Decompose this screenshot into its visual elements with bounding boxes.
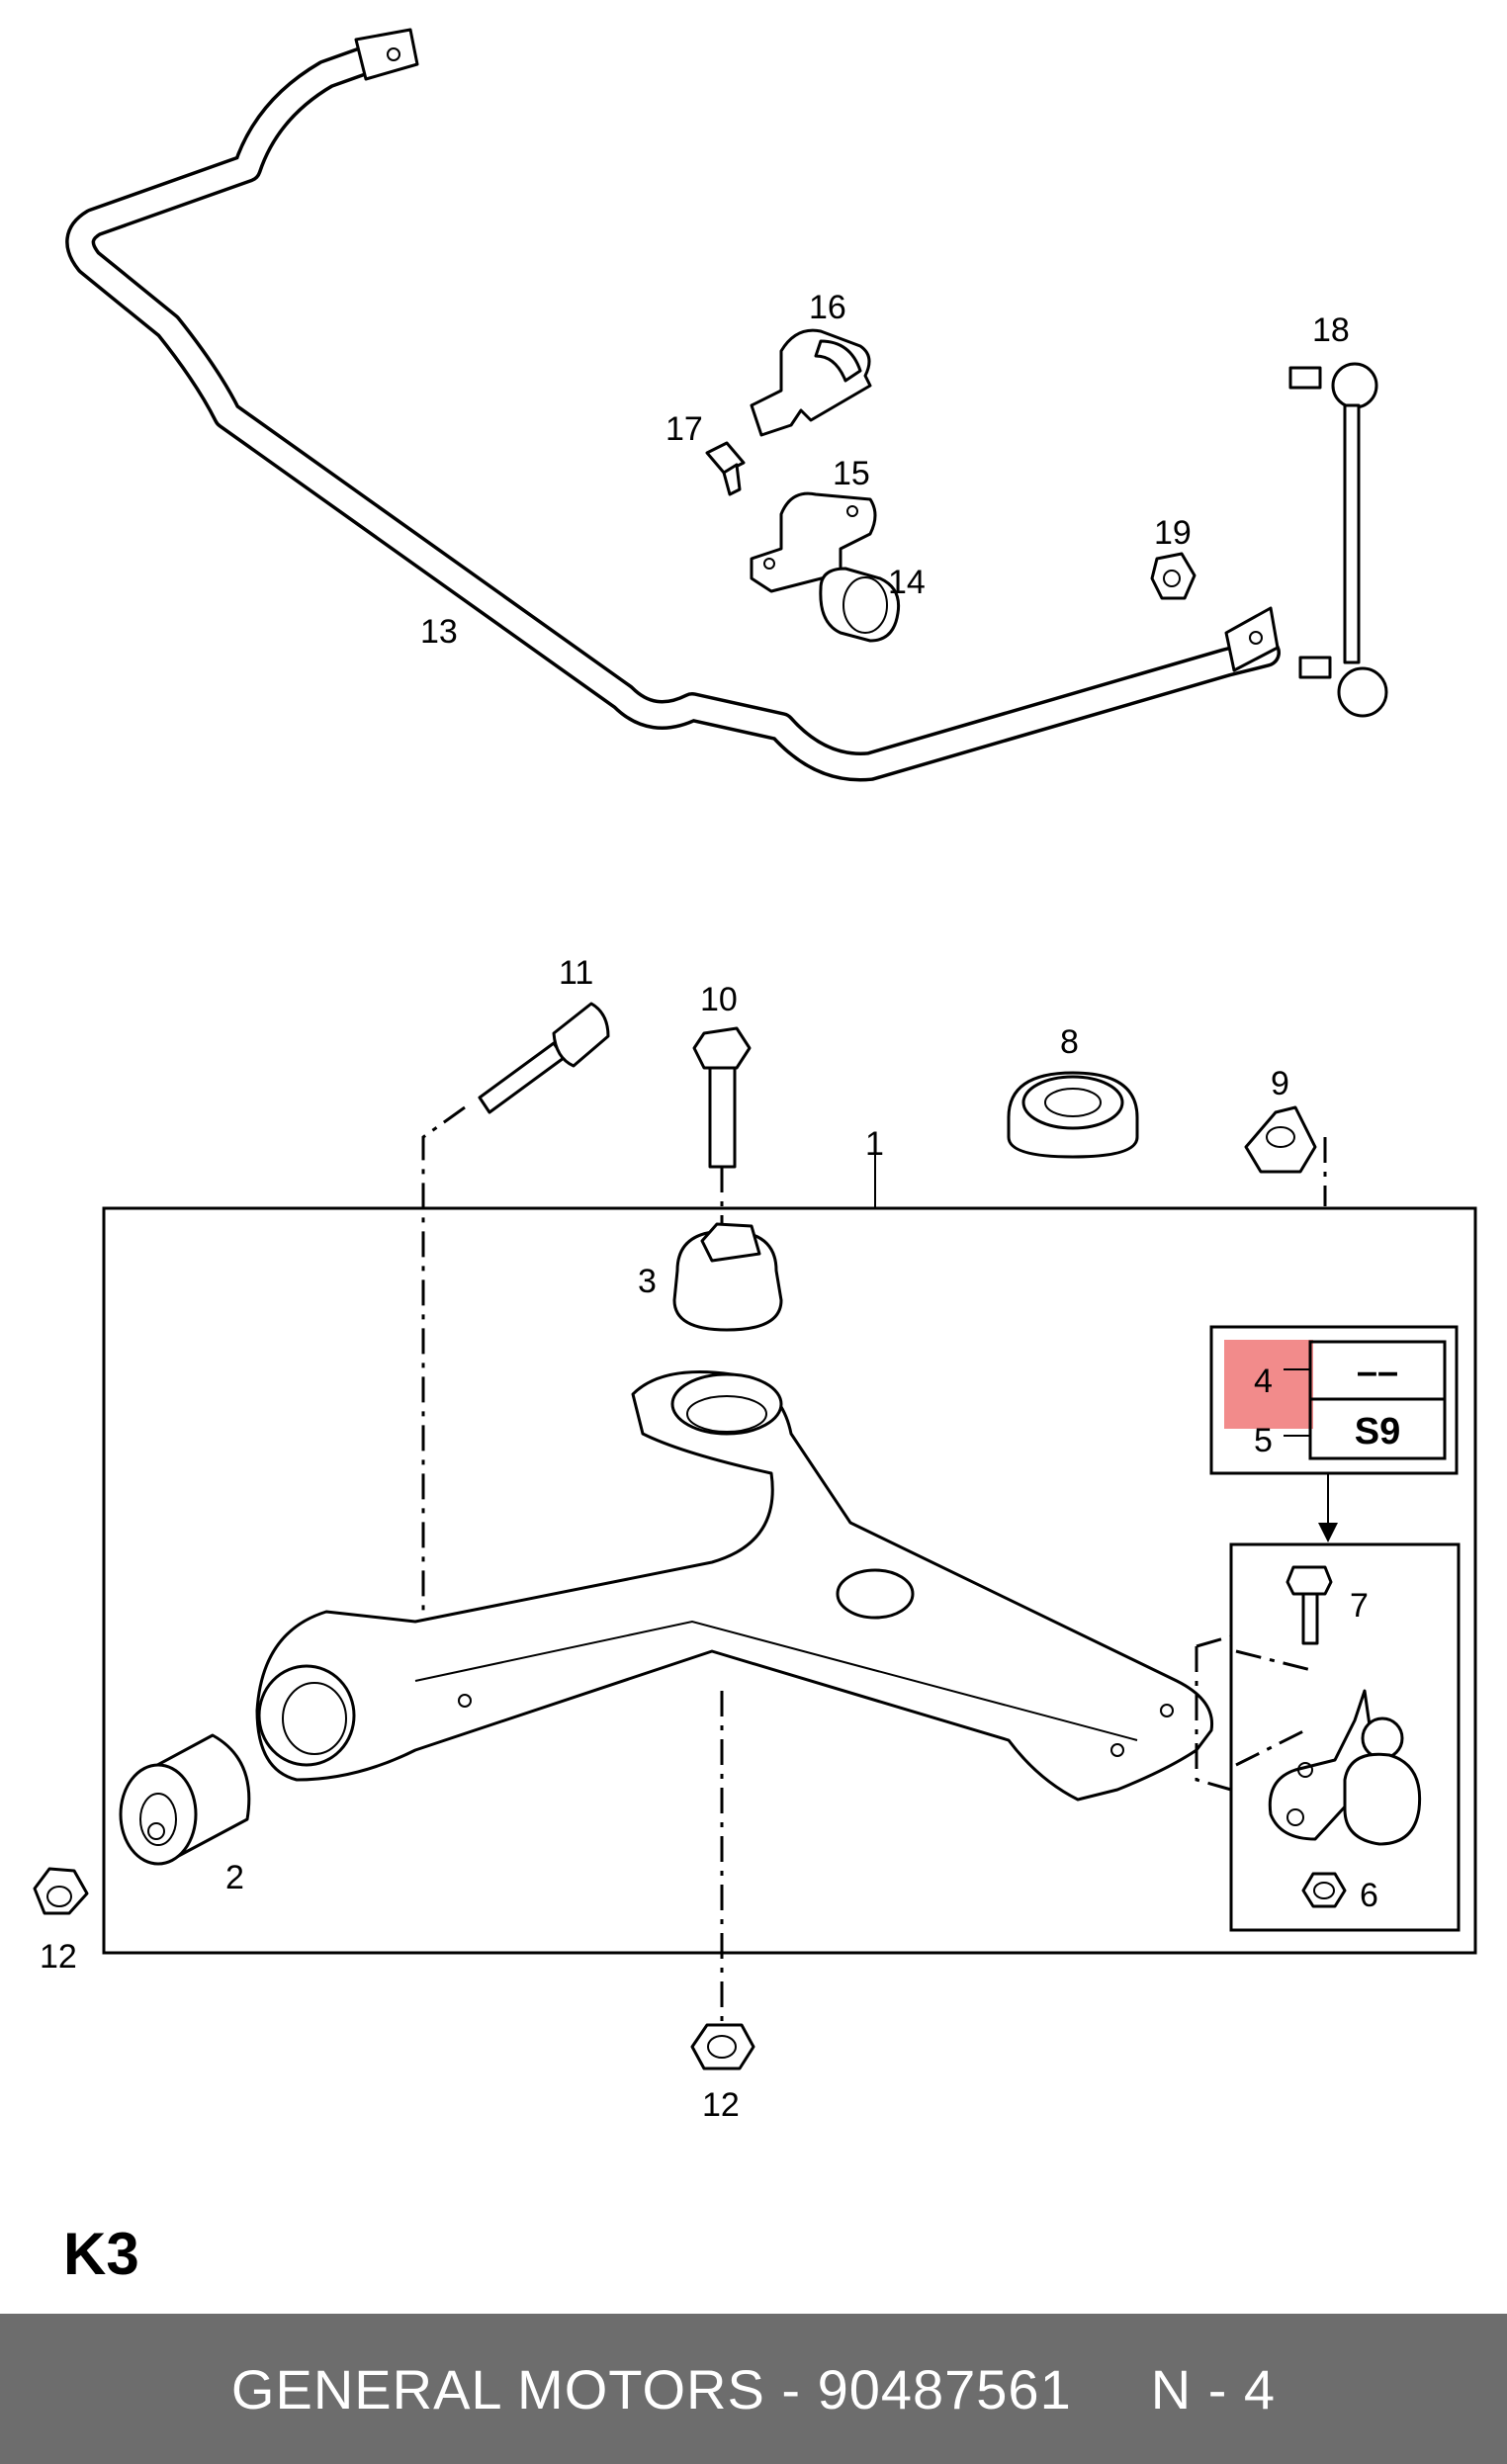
callout-7: 7 — [1350, 1587, 1369, 1625]
callout-16: 16 — [809, 289, 846, 326]
callout-12-bottom: 12 — [702, 2086, 740, 2124]
stabilizer-link — [1288, 362, 1388, 718]
callout-11: 11 — [559, 954, 593, 992]
ball-joint-bolt — [1285, 1565, 1333, 1645]
variant-highlight — [1224, 1340, 1313, 1429]
callout-2: 2 — [225, 1859, 244, 1896]
bushing-ring — [1007, 1071, 1139, 1159]
footer-bar: GENERAL MOTORS - 90487561 N - 4 — [0, 2314, 1507, 2464]
ball-joint-nut — [1301, 1872, 1347, 1908]
arm-bolt-vertical — [692, 1026, 752, 1169]
stabilizer-bar — [65, 28, 1281, 782]
callout-13: 13 — [420, 613, 458, 651]
flange-nut-left — [33, 1867, 89, 1915]
callout-6: 6 — [1360, 1877, 1378, 1914]
variant-row2: S9 — [1355, 1411, 1400, 1452]
flange-nut — [1244, 1105, 1317, 1174]
footer-brand-part: GENERAL MOTORS - 90487561 — [230, 2357, 1072, 2420]
callout-17: 17 — [665, 410, 703, 448]
callout-15: 15 — [833, 455, 870, 492]
callout-5: 5 — [1254, 1422, 1273, 1459]
arm-bushing-rear — [119, 1733, 251, 1866]
variant-box — [1209, 1325, 1459, 1475]
callout-9: 9 — [1271, 1065, 1289, 1102]
ball-joint — [1268, 1689, 1422, 1846]
stabilizer-clamp-upper — [750, 328, 872, 437]
callout-10: 10 — [700, 981, 738, 1018]
stabilizer-clamp-lower — [750, 491, 877, 593]
arm-bushing-upper — [672, 1222, 783, 1332]
arm-bolt-long — [478, 1002, 610, 1114]
assembly-frame — [102, 1206, 1477, 1955]
callout-3: 3 — [638, 1263, 657, 1300]
clamp-bolt — [705, 441, 746, 496]
link-nut — [1150, 552, 1197, 600]
stabilizer-bushing — [819, 567, 901, 643]
detail-frame — [1229, 1542, 1461, 1932]
callout-1: 1 — [865, 1125, 884, 1163]
callout-14: 14 — [888, 564, 926, 601]
callout-8: 8 — [1060, 1023, 1079, 1061]
footer-page: N - 4 — [1150, 2357, 1277, 2420]
parts-diagram: –– S9 1 2 3 4 5 6 7 8 9 10 11 12 12 13 1… — [33, 28, 1477, 2124]
sheet-label: K3 — [63, 2221, 139, 2287]
flange-nut-bottom — [690, 2023, 755, 2070]
lower-control-arm — [255, 1370, 1214, 1802]
callout-12-left: 12 — [40, 1938, 77, 1976]
variant-row1: –– — [1357, 1352, 1398, 1393]
callout-19: 19 — [1154, 514, 1192, 552]
callout-4: 4 — [1254, 1363, 1273, 1400]
callout-18: 18 — [1312, 311, 1350, 349]
